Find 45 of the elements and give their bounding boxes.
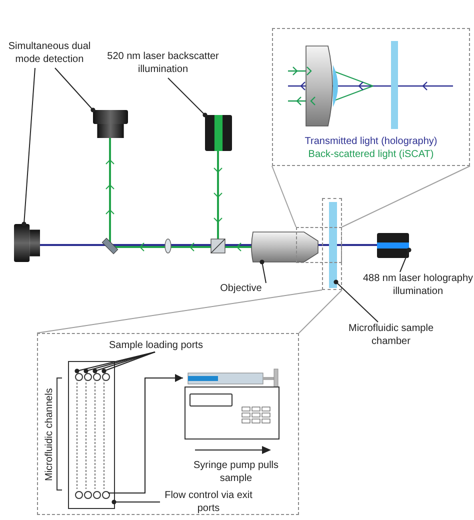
callout-label: Microfluidic sample chamber: [336, 322, 446, 350]
port-circle: [93, 491, 101, 499]
zoom-line: [298, 290, 342, 334]
leader-line: [54, 68, 96, 112]
camera-icon: [93, 110, 128, 138]
port-circle: [93, 373, 101, 381]
caption-text: Back-scattered light (iSCAT): [307, 148, 435, 161]
leader-line: [400, 248, 412, 272]
sample-chamber: [329, 202, 337, 288]
channel-line: [94, 378, 96, 490]
camera-icon: [14, 224, 40, 262]
objective-lens: [250, 232, 318, 262]
leader-line: [112, 500, 160, 504]
zoom-line: [342, 166, 470, 228]
channel-line: [76, 378, 78, 490]
leader-line: [260, 260, 266, 284]
inset-frame: [272, 28, 470, 166]
laser-icon: [377, 233, 409, 258]
callout-label: Flow control via exit ports: [161, 489, 256, 517]
callout-label: 488 nm laser holography illumination: [362, 272, 474, 300]
port-circle: [75, 373, 83, 381]
port-circle: [102, 491, 110, 499]
port-circle: [75, 491, 83, 499]
callout-label: Objective: [216, 282, 266, 296]
callout-label: Syringe pump pulls sample: [191, 459, 281, 487]
inset-frame: [37, 333, 299, 515]
tubing-arrow: [108, 374, 184, 494]
port-circle: [84, 491, 92, 499]
dashed-frame: [322, 198, 342, 290]
leader-line: [334, 280, 378, 322]
callout-label: 520 nm laser backscatter illumination: [104, 50, 222, 78]
leader-line: [168, 78, 208, 118]
dashed-frame: [296, 227, 342, 263]
caption-text: Transmitted light (holography): [304, 135, 438, 148]
callout-label: Sample loading ports: [101, 339, 211, 353]
microfluidic-chip: [68, 361, 115, 509]
zoom-line: [36, 290, 322, 334]
rotated-label: Microfluidic channels: [43, 379, 57, 491]
leader-line: [22, 68, 36, 226]
zoom-line: [272, 166, 296, 228]
port-circle: [102, 373, 110, 381]
syringe-pump-drawing: [184, 367, 281, 441]
callout-label: Simultaneous dual mode detection: [2, 40, 97, 68]
laser-icon: [205, 115, 232, 151]
port-circle: [84, 373, 92, 381]
